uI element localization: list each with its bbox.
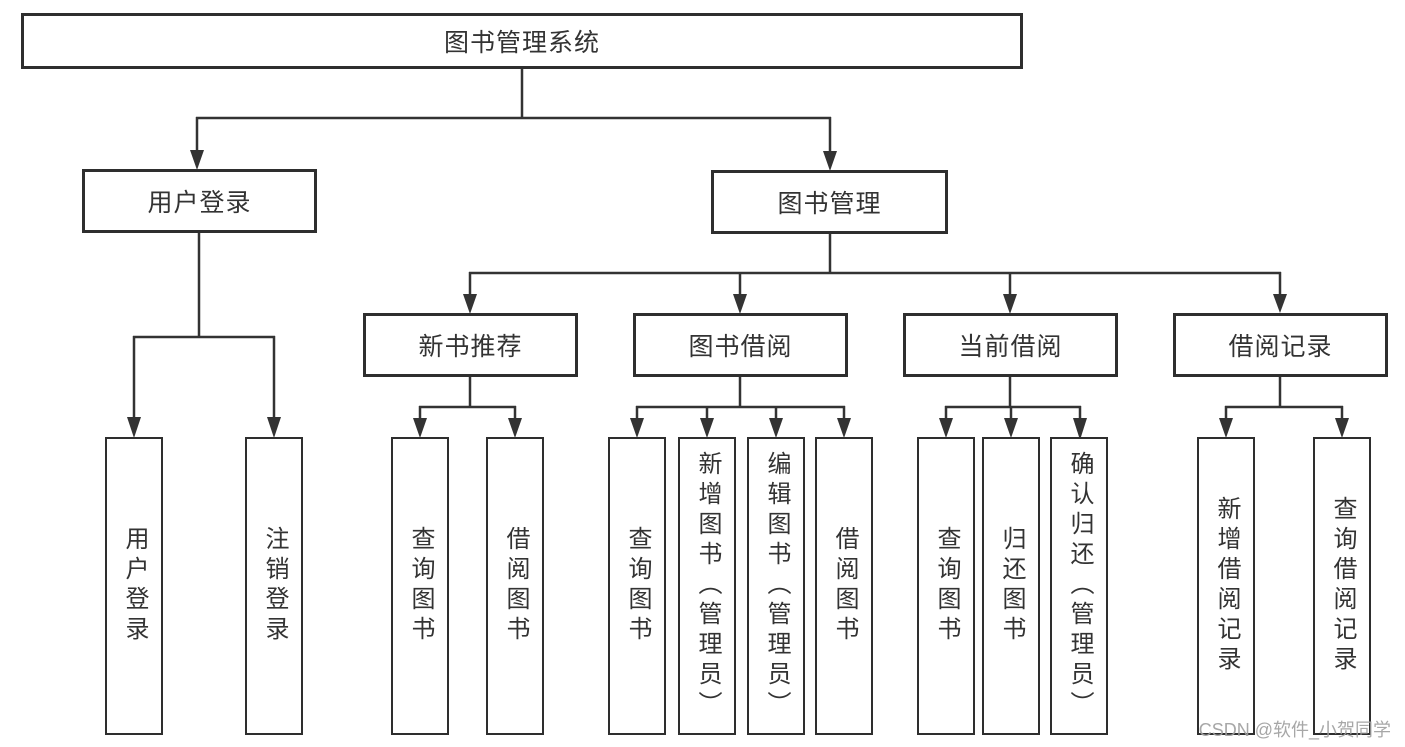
node-new-books: 新书推荐 (363, 313, 578, 377)
node-root-label: 图书管理系统 (443, 29, 600, 57)
leaf-current-confirm-admin-label: 确认归还（管理员） (1066, 451, 1093, 721)
node-borrow-records: 借阅记录 (1173, 313, 1388, 377)
edges-new-books-subtree (413, 376, 522, 438)
csdn-watermark: CSDN @软件_小贺同学 (1198, 720, 1391, 740)
leaf-borrow-borrow: 借阅图书 (815, 437, 873, 735)
leaf-user-login-label: 用户登录 (121, 526, 148, 646)
leaf-records-search-label: 查询借阅记录 (1329, 496, 1356, 676)
node-book-mgmt-label: 图书管理 (777, 190, 882, 218)
leaf-borrow-edit-admin-label: 编辑图书（管理员） (763, 451, 790, 721)
node-book-borrow: 图书借阅 (633, 313, 848, 377)
leaf-newbooks-search: 查询图书 (391, 437, 449, 735)
leaf-user-login: 用户登录 (105, 437, 163, 735)
node-current-borrow: 当前借阅 (903, 313, 1118, 377)
edges-book-borrow-subtree (630, 376, 851, 438)
leaf-records-add: 新增借阅记录 (1197, 437, 1255, 735)
leaf-records-search: 查询借阅记录 (1313, 437, 1371, 735)
leaf-current-search: 查询图书 (917, 437, 975, 735)
leaf-current-search-label: 查询图书 (933, 526, 960, 646)
leaf-newbooks-borrow: 借阅图书 (486, 437, 544, 735)
node-root: 图书管理系统 (21, 13, 1023, 69)
leaf-borrow-search-label: 查询图书 (624, 526, 651, 646)
leaf-borrow-borrow-label: 借阅图书 (831, 526, 858, 646)
leaf-borrow-add-admin: 新增图书（管理员） (678, 437, 736, 735)
leaf-newbooks-search-label: 查询图书 (407, 526, 434, 646)
leaf-current-return: 归还图书 (982, 437, 1040, 735)
edges-current-borrow-subtree (939, 376, 1087, 440)
node-book-borrow-label: 图书借阅 (688, 333, 793, 361)
leaf-current-return-label: 归还图书 (998, 526, 1025, 646)
edges-book-mgmt-to-level3 (463, 234, 1287, 314)
node-current-borrow-label: 当前借阅 (958, 333, 1063, 361)
leaf-records-add-label: 新增借阅记录 (1213, 496, 1240, 676)
node-new-books-label: 新书推荐 (418, 333, 523, 361)
leaf-logout: 注销登录 (245, 437, 303, 735)
node-user-login: 用户登录 (82, 169, 317, 233)
edges-root-to-level2 (190, 69, 837, 171)
leaf-newbooks-borrow-label: 借阅图书 (502, 526, 529, 646)
leaf-borrow-search: 查询图书 (608, 437, 666, 735)
leaf-borrow-add-admin-label: 新增图书（管理员） (694, 451, 721, 721)
leaf-current-confirm-admin: 确认归还（管理员） (1050, 437, 1108, 735)
node-user-login-label: 用户登录 (147, 189, 252, 217)
leaf-borrow-edit-admin: 编辑图书（管理员） (747, 437, 805, 735)
leaf-logout-label: 注销登录 (261, 526, 288, 646)
edges-borrow-records-subtree (1219, 376, 1349, 438)
node-book-mgmt: 图书管理 (711, 170, 948, 234)
edges-user-login-subtree (127, 233, 281, 438)
node-borrow-records-label: 借阅记录 (1228, 333, 1333, 361)
